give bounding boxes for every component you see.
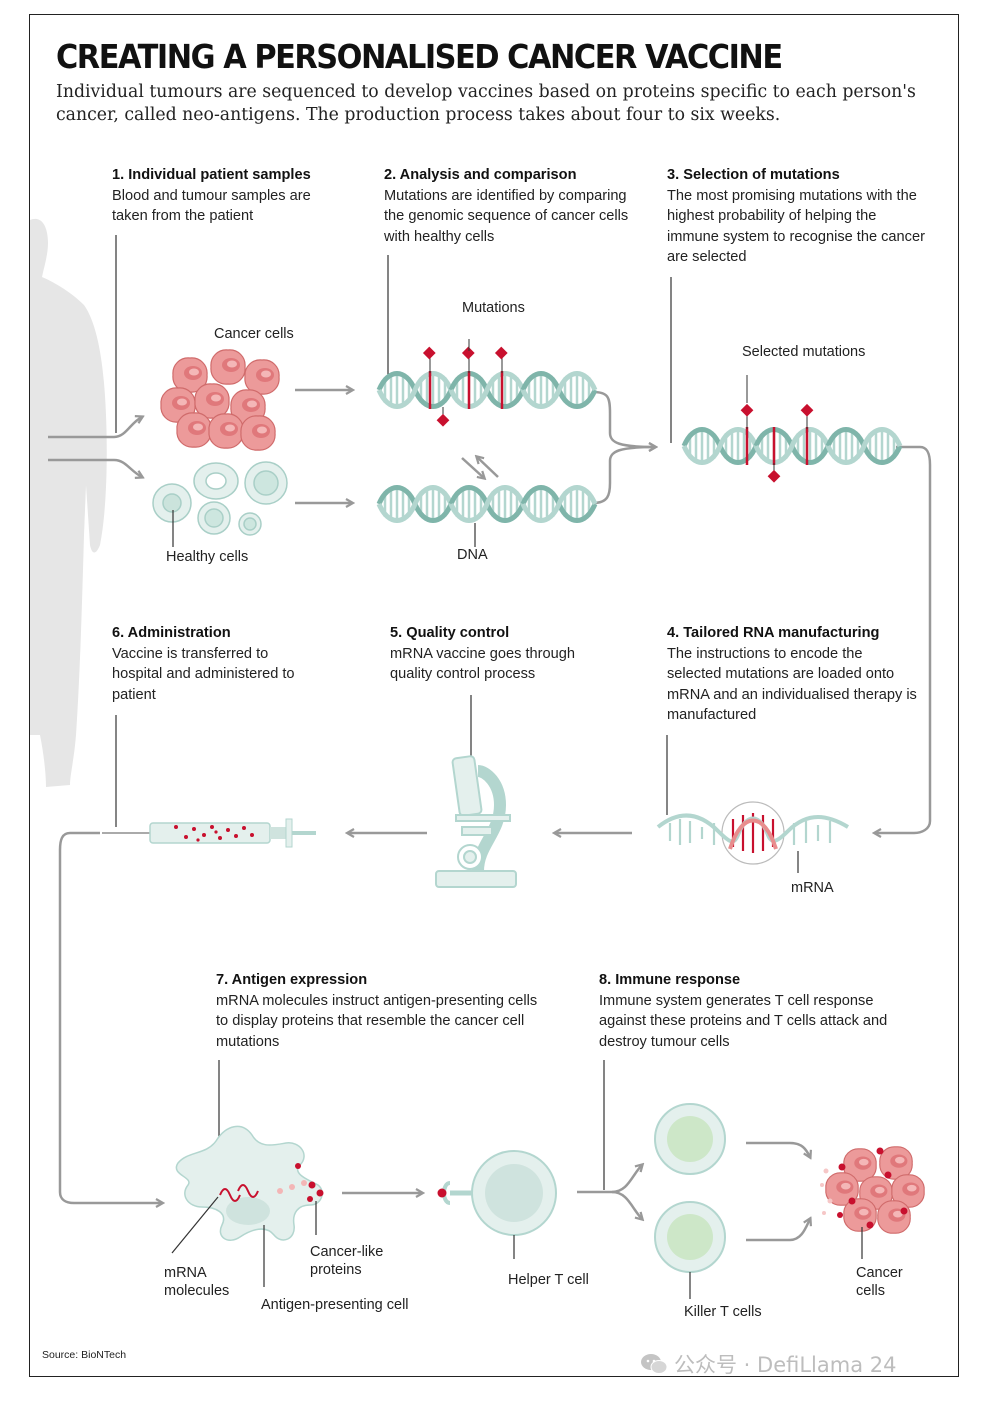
label-mrna: mRNA [791,880,834,896]
step-3: 3. Selection of mutations The most promi… [667,165,931,268]
mrna-strand [656,801,850,873]
step-4: 4. Tailored RNA manufacturing The instru… [667,623,917,726]
step-2-body: Mutations are identified by comparing th… [384,187,629,245]
helper-t-cell [437,1150,557,1259]
page-title: CREATING A PERSONALISED CANCER VACCINE [56,37,783,76]
page-subtitle: Individual tumours are sequenced to deve… [56,82,916,125]
antigen-presenting-cell [171,1125,324,1287]
step-4-body: The instructions to encode the selected … [667,645,917,724]
step-4-heading: 4. Tailored RNA manufacturing [667,625,880,641]
healthy-cells [152,461,288,536]
step-8-body: Immune system generates T cell response … [599,992,888,1050]
label-healthy-cells: Healthy cells [166,549,249,565]
step-7: 7. Antigen expression mRNA molecules ins… [216,970,546,1052]
step-1: 1. Individual patient samples Blood and … [112,165,347,227]
dna-healthy [379,485,595,547]
watermark: 公众号 · DefiLlama 24 [640,1349,896,1379]
step-5-heading: 5. Quality control [390,625,510,641]
step-7-heading: 7. Antigen expression [216,972,368,988]
flow-arrows [48,390,932,1242]
label-dna: DNA [457,547,488,563]
syringe [102,818,316,848]
step-1-heading: 1. Individual patient samples [112,167,311,183]
step-8-heading: 8. Immune response [599,972,741,988]
wechat-icon [641,1354,668,1374]
label-mutations: Mutations [462,300,525,316]
microscope [435,755,517,888]
infographic-frame: CREATING A PERSONALISED CANCER VACCINE I… [29,14,959,1377]
watermark-text: 公众号 · DefiLlama 24 [674,1353,897,1377]
step-6-body: Vaccine is transferred to hospital and a… [112,645,295,703]
step-8: 8. Immune response Immune system generat… [599,970,909,1052]
killer-t-cells [654,1103,726,1299]
step-7-body: mRNA molecules instruct antigen-presenti… [216,992,538,1050]
label-cancer-cells: Cancer cells [214,326,294,342]
source-credit: Source: BioNTech [42,1349,127,1361]
label-cancer-cells-end: Cancer cells [856,1265,903,1299]
step-6: 6. Administration Vaccine is transferred… [112,623,312,705]
step-2-heading: 2. Analysis and comparison [384,167,577,183]
step-3-heading: 3. Selection of mutations [667,167,840,183]
step-3-body: The most promising mutations with the hi… [667,187,925,266]
label-killer-t-cells: Killer T cells [684,1304,762,1320]
label-selected-mutations: Selected mutations [742,344,866,360]
dna-with-mutations [379,339,595,427]
person-silhouette [30,218,107,787]
label-helper-t-cell: Helper T cell [508,1272,589,1288]
label-mrna-molecules: mRNA molecules [164,1265,230,1299]
step-5-body: mRNA vaccine goes through quality contro… [390,645,575,683]
dna-selected-mutations [684,375,900,483]
diagram-artwork [30,218,932,1299]
step-1-body: Blood and tumour samples are taken from … [112,187,311,225]
step-2: 2. Analysis and comparison Mutations are… [384,165,634,247]
label-cancer-like-proteins: Cancer-like proteins [310,1244,384,1278]
step-6-heading: 6. Administration [112,625,231,641]
cancer-cells-cluster [160,349,280,451]
cancer-cells-attacked [820,1146,925,1259]
label-antigen-presenting-cell: Antigen-presenting cell [261,1297,409,1313]
step-5: 5. Quality control mRNA vaccine goes thr… [390,623,610,685]
